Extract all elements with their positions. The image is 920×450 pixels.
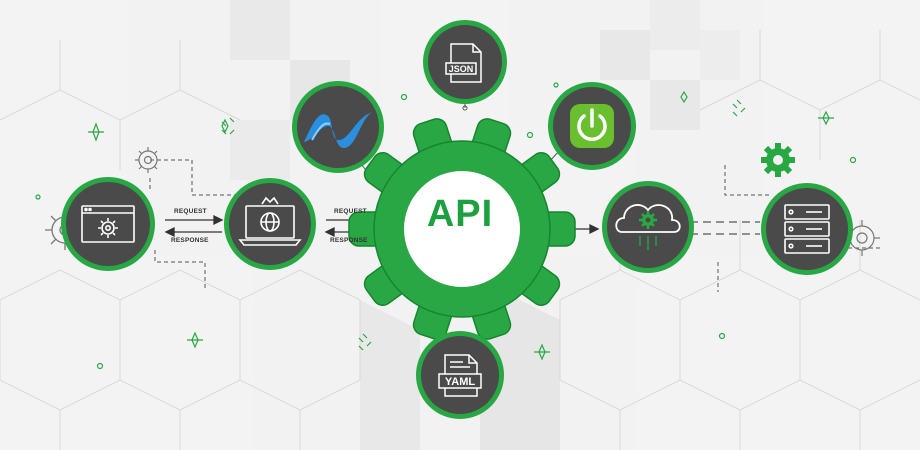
node-cloud xyxy=(602,181,694,273)
json-badge-text: JSON xyxy=(449,64,474,74)
yaml-file-icon xyxy=(438,354,482,397)
server-rack-icon xyxy=(784,204,830,254)
node-server xyxy=(761,183,853,275)
right-response-label: RESPONSE xyxy=(330,237,368,244)
node-yaml xyxy=(416,331,504,419)
dashed-connectors xyxy=(149,159,880,292)
dotnet-logo-icon xyxy=(304,112,372,148)
laptop-globe-icon xyxy=(238,196,302,246)
outline-gear-top-left xyxy=(135,147,161,173)
node-client-laptop xyxy=(224,178,316,270)
decorations xyxy=(35,82,857,370)
left-arrows xyxy=(164,214,224,238)
api-label: API xyxy=(426,193,494,235)
node-json xyxy=(423,20,507,104)
node-dotnet xyxy=(292,81,384,173)
left-request-label: REQUEST xyxy=(174,208,207,215)
right-request-label: REQUEST xyxy=(334,208,367,215)
left-response-label: RESPONSE xyxy=(171,237,209,244)
cloud-server-link xyxy=(690,221,760,235)
node-spring xyxy=(548,82,636,170)
cloud-settings-icon xyxy=(615,204,681,250)
spring-power-icon xyxy=(570,104,614,148)
hex-grid xyxy=(0,30,920,450)
node-web-app xyxy=(61,177,155,271)
json-file-icon xyxy=(445,43,482,83)
api-hub-gear xyxy=(348,118,576,340)
yaml-badge-text: YAML xyxy=(445,376,475,388)
gear-icon xyxy=(761,143,795,177)
browser-settings-icon xyxy=(81,205,135,243)
